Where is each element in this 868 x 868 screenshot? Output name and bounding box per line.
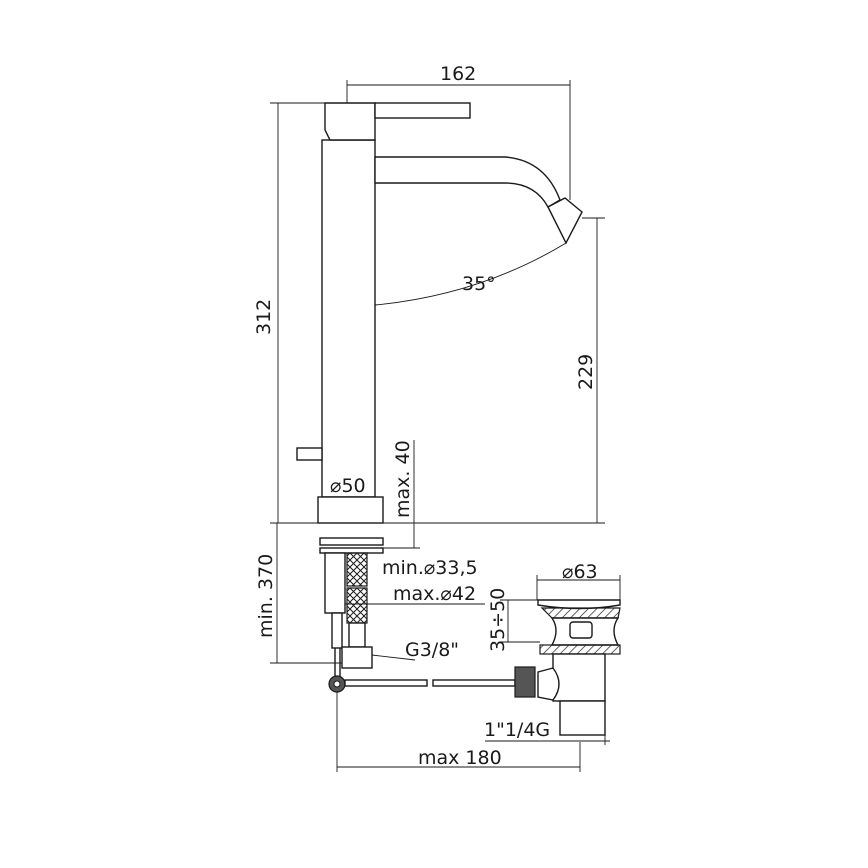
- flexible-hose: [346, 552, 368, 587]
- dim-max-42: max.⌀42: [393, 583, 476, 605]
- label-1-1-4g: 1"1/4G: [484, 719, 550, 741]
- faucet-base: [317, 496, 384, 524]
- dim-35-50: 35÷50: [487, 588, 509, 652]
- faucet-body: [296, 102, 583, 524]
- label-g3-8: G3/8": [405, 639, 459, 661]
- dim-162: 162: [440, 63, 476, 85]
- dim-drain-63: ⌀63: [562, 561, 598, 583]
- dim-min-370: min. 370: [255, 554, 277, 638]
- under-deck-fittings: [319, 537, 516, 693]
- pop-up-knob: [296, 447, 323, 461]
- dim-min-33-5: min.⌀33,5: [382, 557, 478, 579]
- lever-handle: [374, 102, 471, 119]
- dimension-lines: [270, 80, 621, 772]
- pop-up-drain: [514, 599, 621, 736]
- angle-arc: [374, 242, 567, 306]
- dim-max-40: max. 40: [392, 440, 414, 518]
- spout-nozzle: [547, 197, 583, 245]
- dim-base-50: ⌀50: [330, 475, 366, 497]
- knurled-nut: [514, 666, 536, 698]
- hose-connector: [341, 646, 373, 669]
- spout: [374, 156, 561, 208]
- pop-up-rod: [344, 679, 428, 687]
- handle-cap: [324, 102, 376, 141]
- angle-label: 35°: [462, 273, 496, 295]
- dim-229: 229: [575, 354, 597, 390]
- dim-312: 312: [253, 299, 275, 335]
- dim-max-180: max 180: [418, 747, 502, 769]
